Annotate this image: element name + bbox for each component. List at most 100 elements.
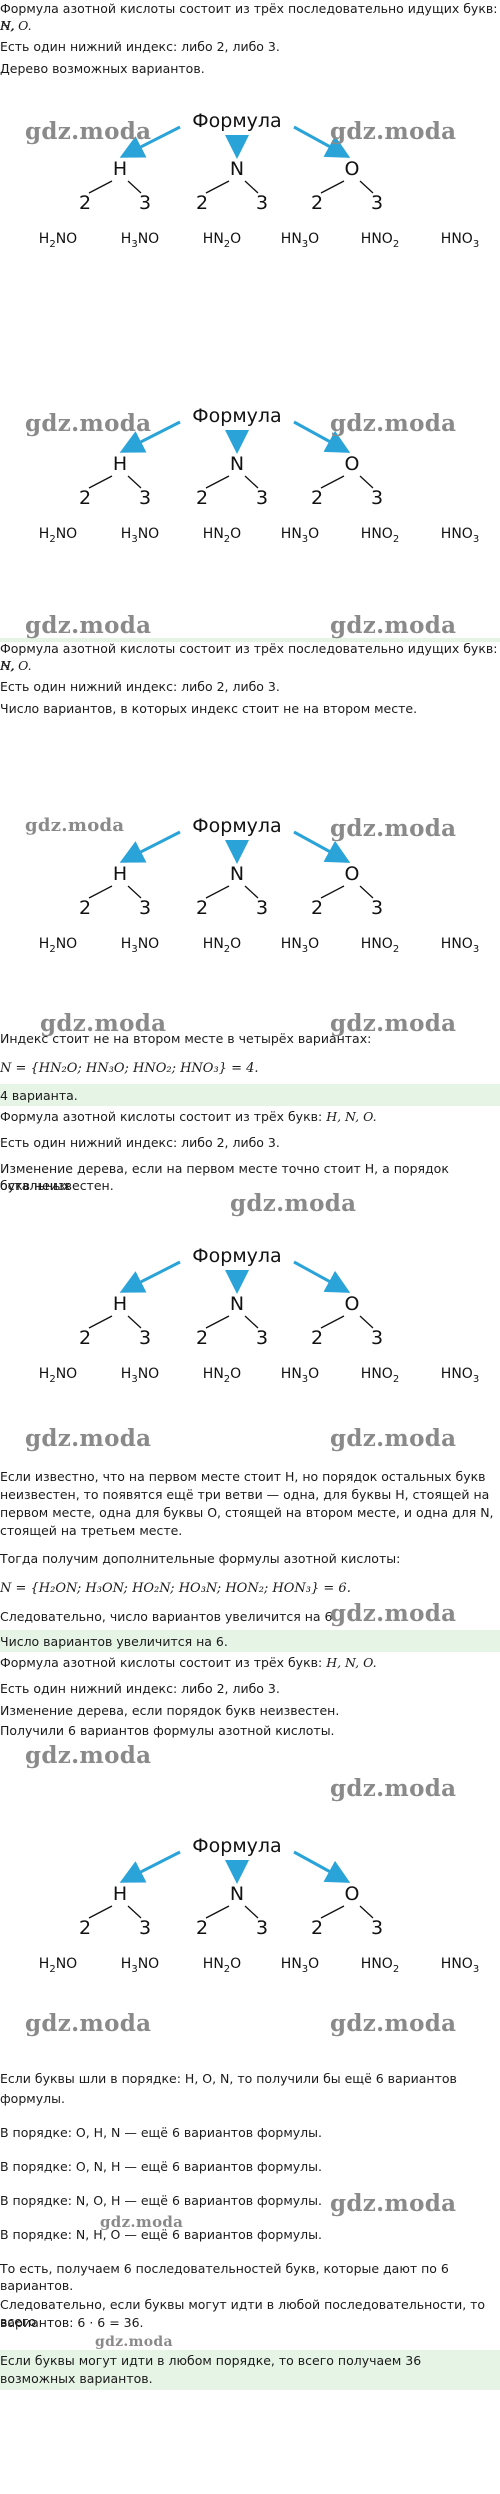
tree-branch — [205, 885, 230, 899]
s1-tree-caption: Дерево возможных вариантов. — [0, 61, 205, 76]
tree-formula: HN3​O — [281, 1956, 319, 1975]
s3-task-line2: букв неизвестен. — [0, 1178, 114, 1193]
tree-letter-o: O — [345, 1293, 360, 1315]
s3-intro: Формула азотной кислоты состоит из трёх … — [0, 1109, 377, 1124]
tree-root-label: Формула — [192, 1835, 281, 1857]
tree-branch — [88, 1315, 113, 1329]
tree-branch — [127, 180, 142, 194]
tree-formula: H3​NO — [121, 526, 159, 545]
watermark: gdz.moda — [330, 1600, 457, 1627]
tree-branch — [320, 1315, 345, 1329]
tree-formula: HNO3​ — [441, 936, 479, 955]
tree-arrow — [119, 1850, 181, 1883]
tree-index-3: 3 — [256, 1917, 268, 1939]
tree-formula: HNO2​ — [361, 231, 399, 250]
tree-letter-h: H — [113, 453, 127, 475]
watermark: gdz.moda — [95, 2334, 173, 2350]
watermark: gdz.moda — [330, 118, 457, 145]
s4-total-1: Следовательно, если буквы могут идти в л… — [0, 2297, 486, 2329]
tree-branch — [244, 1905, 259, 1919]
tree-branch — [205, 475, 230, 489]
s3-task-line1: Изменение дерева, если на первом месте т… — [0, 1161, 449, 1193]
s4-answer-1: Если буквы могут идти в любом порядке, т… — [0, 2353, 422, 2368]
tree-index-2: 2 — [311, 897, 323, 919]
tree-index-2: 2 — [79, 487, 91, 509]
tree-branch — [359, 475, 374, 489]
tree-formula: HNO3​ — [441, 1956, 479, 1975]
tree-branch — [244, 180, 259, 194]
tree-index-2: 2 — [311, 192, 323, 214]
tree-branch — [88, 1905, 113, 1919]
tree-formula: H3​NO — [121, 1366, 159, 1385]
tree-index-2: 2 — [196, 487, 208, 509]
tree-branch — [205, 1905, 230, 1919]
tree-index-2: 2 — [311, 487, 323, 509]
watermark: gdz.moda — [25, 2010, 152, 2037]
tree-formula: HNO3​ — [441, 231, 479, 250]
s3-explain-1: Если известно, что на первом месте стоит… — [0, 1469, 486, 1484]
tree-branch — [320, 885, 345, 899]
watermark: gdz.moda — [330, 815, 457, 842]
tree-index-3: 3 — [139, 1327, 151, 1349]
tree-letter-h: H — [113, 158, 127, 180]
tree-root-label: Формула — [192, 1245, 281, 1267]
s2-equation: N = {HN₂O; HN₃O; HNO₂; HNO₃} = 4. — [0, 1061, 259, 1076]
s2-conclusion: Индекс стоит не на втором месте в четырё… — [0, 1031, 372, 1046]
tree-branch — [127, 885, 142, 899]
tree-index-2: 2 — [196, 1917, 208, 1939]
tree-root-label: Формула — [192, 815, 281, 837]
answer-highlight — [0, 1084, 500, 1106]
tree-formula: HNO2​ — [361, 1956, 399, 1975]
tree-letter-h: H — [113, 863, 127, 885]
s2-answer: 4 варианта. — [0, 1088, 78, 1103]
s3-conclusion: Следовательно, число вариантов увеличитс… — [0, 1609, 337, 1624]
s4-result: Получили 6 вариантов формулы азотной кис… — [0, 1723, 335, 1738]
tree-index-2: 2 — [196, 192, 208, 214]
tree-arrow — [119, 1260, 181, 1293]
tree-formula: H2​NO — [39, 1366, 77, 1385]
tree-formula: H3​NO — [121, 231, 159, 250]
s4-total-2: вариантов: 6 · 6 = 36. — [0, 2315, 144, 2330]
tree-formula: H3​NO — [121, 1956, 159, 1975]
tree-index-2: 2 — [79, 192, 91, 214]
tree-arrow — [293, 125, 351, 158]
tree-index-3: 3 — [371, 192, 383, 214]
watermark: gdz.moda — [330, 1775, 457, 1802]
tree-letter-n: N — [230, 1293, 244, 1315]
s4-summary: То есть, получаем 6 последовательностей … — [0, 2261, 449, 2293]
tree-index-3: 3 — [139, 192, 151, 214]
highlight-bar — [0, 638, 500, 642]
s2-question: Число вариантов, в которых индекс стоит … — [0, 701, 418, 716]
s3-equation: N = {H₂ON; H₃ON; HO₂N; HO₃N; HON₂; HON₃}… — [0, 1581, 351, 1596]
tree-index-3: 3 — [256, 1327, 268, 1349]
tree-arrow — [293, 1260, 351, 1293]
tree-index-2: 2 — [79, 897, 91, 919]
tree-formula: HNO2​ — [361, 526, 399, 545]
tree-letter-h: H — [113, 1883, 127, 1905]
tree-letter-n: N — [230, 1883, 244, 1905]
s3-explain-3: первом месте, одна для буквы O, стоящей … — [0, 1505, 494, 1520]
tree-letter-o: O — [345, 158, 360, 180]
tree-formula: H2​NO — [39, 526, 77, 545]
s4-order-hon-2: формулы. — [0, 2091, 65, 2106]
s4-order-noh: В порядке: N, O, H — ещё 6 вариантов фор… — [0, 2193, 322, 2208]
tree-arrow — [119, 830, 181, 863]
tree-branch — [127, 1905, 142, 1919]
tree-branch — [320, 1905, 345, 1919]
s2-index-note: Есть один нижний индекс: либо 2, либо 3. — [0, 679, 280, 694]
tree-index-3: 3 — [139, 1917, 151, 1939]
tree-index-3: 3 — [256, 487, 268, 509]
tree-svg: ФормулаH23N23O23H2​NOH3​NOHN2​OHN3​OHNO2… — [39, 1245, 479, 1385]
watermark: gdz.moda — [25, 1742, 152, 1769]
tree-formula: HNO3​ — [441, 526, 479, 545]
tree-index-2: 2 — [79, 1917, 91, 1939]
tree-index-3: 3 — [371, 1917, 383, 1939]
tree-branch — [359, 1315, 374, 1329]
tree-index-3: 3 — [256, 192, 268, 214]
tree-formula: H3​NO — [121, 936, 159, 955]
s4-answer-2: возможных вариантов. — [0, 2371, 153, 2386]
tree-branch — [205, 1315, 230, 1329]
watermark: gdz.moda — [330, 612, 457, 639]
tree-formula: HN3​O — [281, 1366, 319, 1385]
tree-letter-n: N — [230, 453, 244, 475]
